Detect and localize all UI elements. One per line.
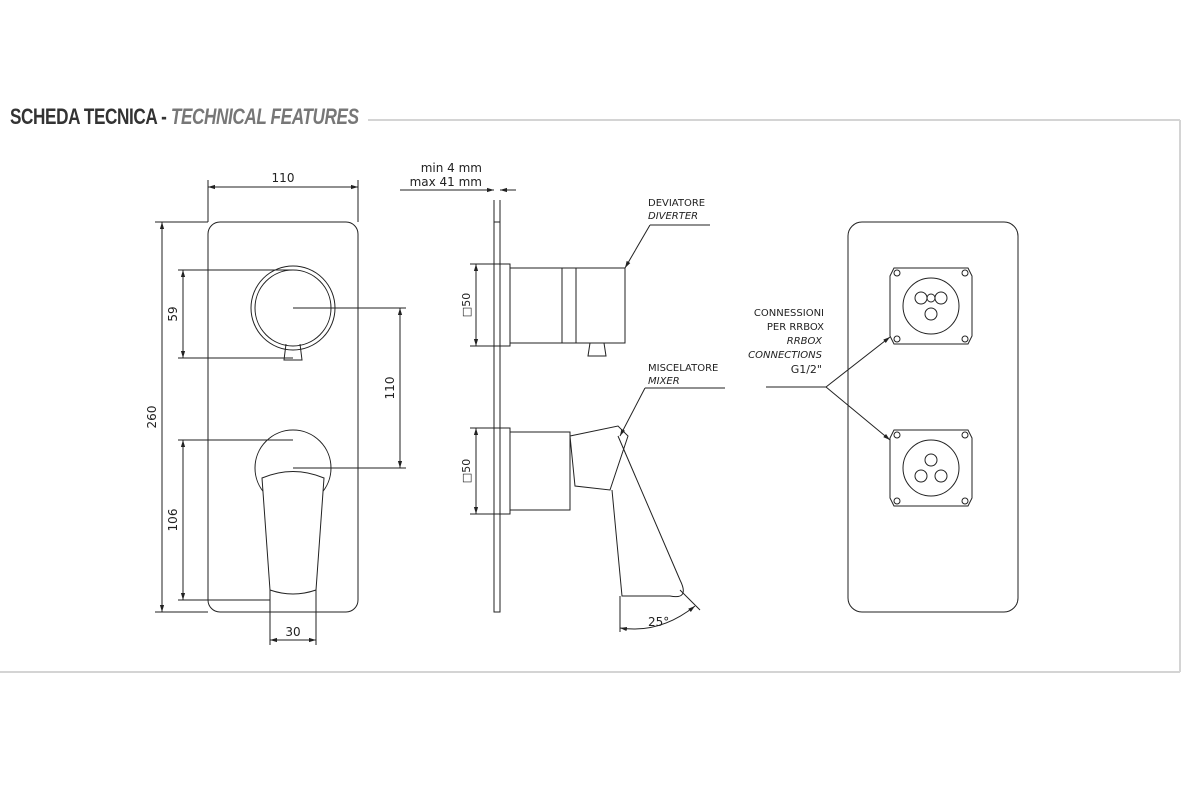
- back-plate: [847, 221, 1019, 613]
- thickness-min: min 4 mm: [421, 161, 482, 175]
- page-title: SCHEDA TECNICA - TECHNICAL FEATURES: [10, 104, 359, 130]
- front-plate: [207, 221, 359, 613]
- side-plate: [493, 221, 501, 613]
- title-italian: SCHEDA TECNICA: [10, 104, 157, 129]
- mixer-label-en: MIXER: [648, 376, 680, 387]
- mixer-lever-side: [569, 425, 629, 491]
- diverter-label-en: DIVERTER: [648, 211, 698, 222]
- diverter-tab: [283, 343, 303, 361]
- diverter-label-it: DEVIATORE: [648, 198, 705, 209]
- rrbox-connection-bottom: [889, 429, 973, 507]
- connections-line-3: RRBOX: [787, 336, 823, 347]
- dim-diverter-height: 59: [166, 306, 180, 321]
- title-english: TECHNICAL FEATURES: [170, 104, 359, 129]
- dim-height: 260: [145, 406, 159, 429]
- side-view: [400, 187, 725, 632]
- mixer-lever: [261, 471, 325, 595]
- mixer-label-it: MISCELATORE: [648, 363, 718, 374]
- diverter-square-label: □50: [460, 293, 473, 317]
- angle-label: 25°: [648, 615, 669, 629]
- connections-line-4: CONNECTIONS: [748, 350, 823, 361]
- thickness-max: max 41 mm: [410, 175, 482, 189]
- connections-line-1: CONNESSIONI: [754, 308, 824, 319]
- mixer-body: [509, 431, 571, 511]
- dim-lever-width: 30: [285, 625, 300, 639]
- title-separator: -: [156, 104, 171, 129]
- rrbox-connection-top: [889, 267, 973, 345]
- page-frame: [0, 119, 1181, 673]
- dim-axis-distance: 110: [383, 377, 397, 400]
- diverter-body: [509, 267, 626, 344]
- front-view: [155, 180, 406, 645]
- connections-thread: G1/2": [791, 363, 822, 376]
- dim-mixer-height: 106: [166, 509, 180, 532]
- dim-width: 110: [272, 171, 295, 185]
- connections-line-2: PER RRBOX: [767, 322, 824, 333]
- mixer-square-label: □50: [460, 459, 473, 483]
- back-view: [766, 221, 1019, 613]
